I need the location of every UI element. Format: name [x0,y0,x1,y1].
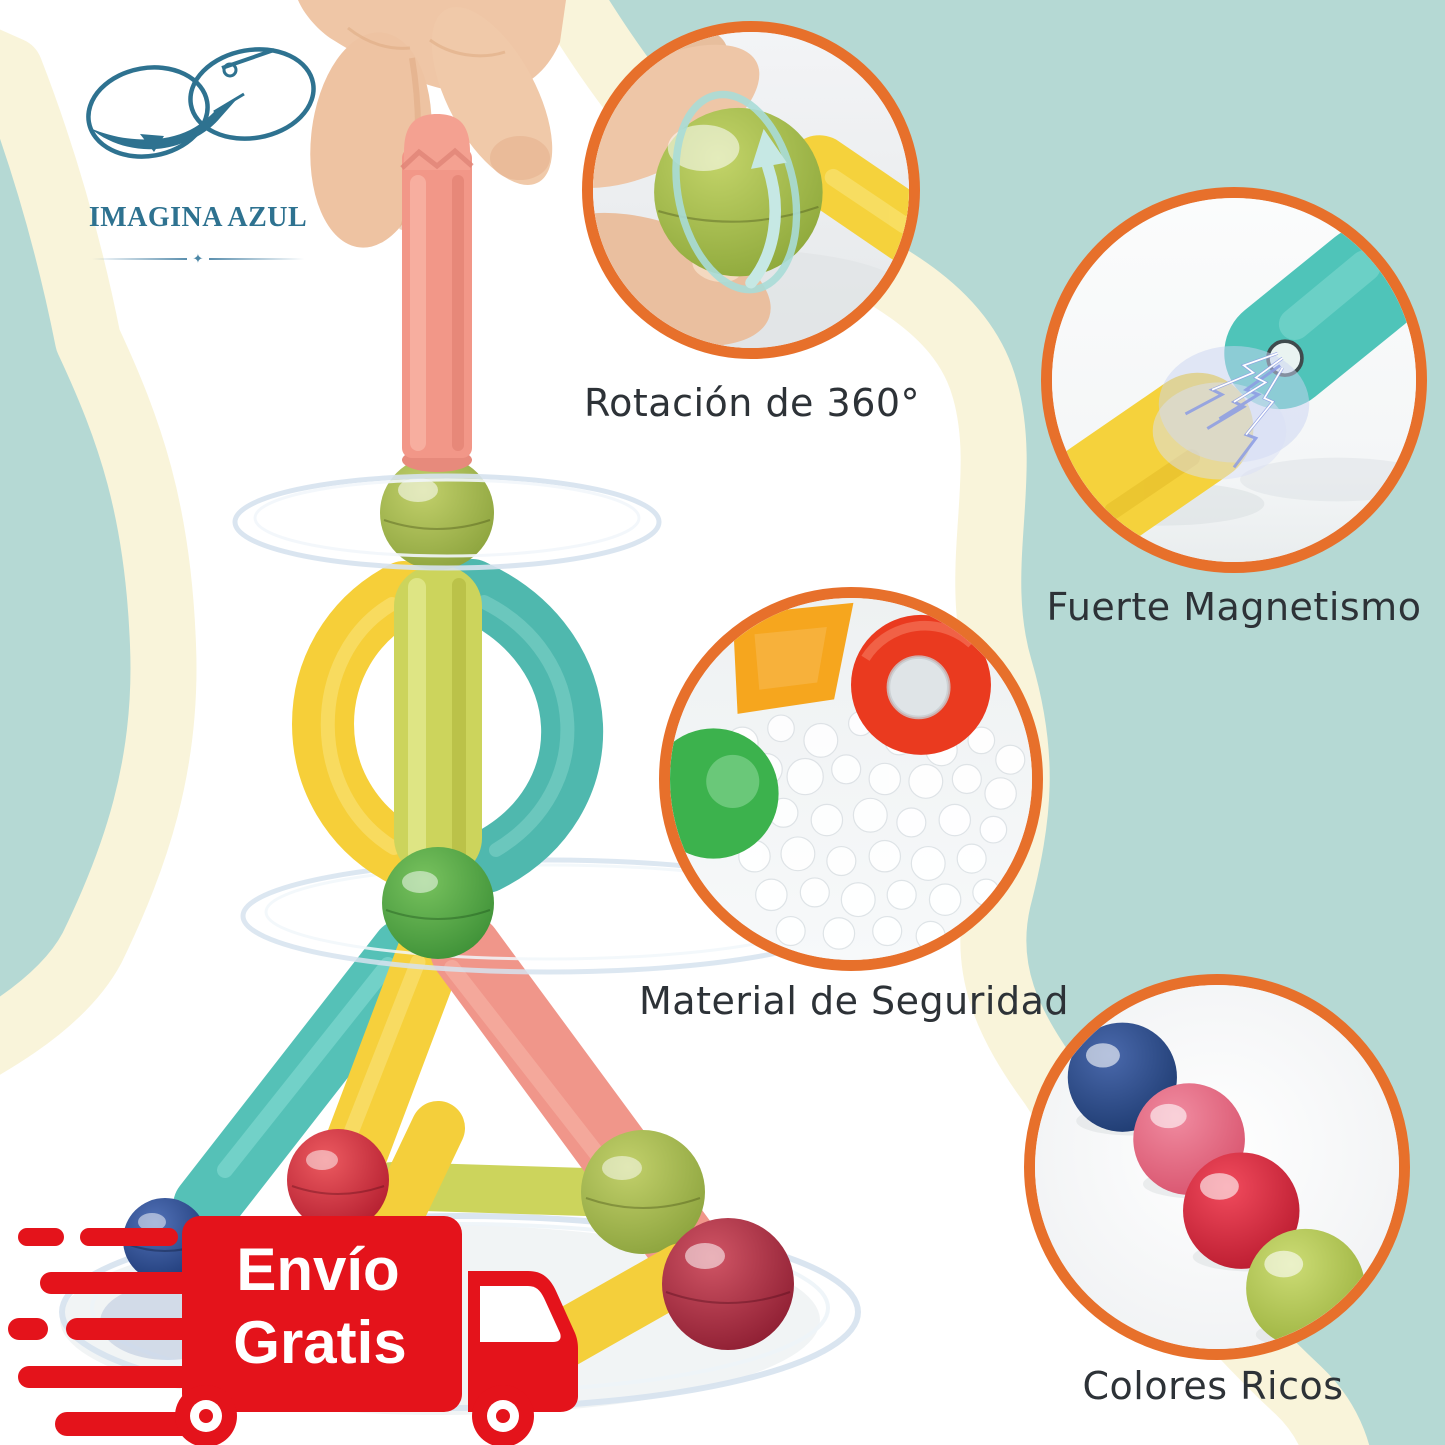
green-piece [670,728,779,859]
divider-line-left [92,258,187,260]
truck-wheel-rear [175,1385,237,1445]
feature-circle-rotation [582,21,920,359]
coral-top-rod [400,114,474,472]
brand-divider: ✦ [92,250,304,268]
spark-icon [1152,346,1310,480]
colors-photo [1035,985,1399,1349]
colored-balls [1067,1022,1366,1348]
ball-seam [665,1291,791,1304]
base-rod-yellow-short [371,1101,465,1239]
truck-wheel-front [472,1385,534,1445]
divider-line-right [209,258,304,260]
feature-label-magnetism: Fuerte Magnetismo [1046,585,1422,629]
feature-circle-magnetism [1041,187,1427,573]
finger [593,44,760,188]
feature-label-colors: Colores Ricos [1082,1364,1344,1408]
ball-highlight [685,1243,725,1269]
truck-icon [175,1216,578,1445]
hand [298,0,566,248]
feature-circle-material [659,587,1043,971]
brand-logo: IMAGINA AZUL ✦ [70,22,350,266]
truck-window [480,1286,561,1342]
shipping-line2: Gratis [233,1309,406,1376]
speed-lines-icon [8,1228,198,1436]
olive-ball [380,456,494,570]
green-ball [382,847,494,959]
magnetism-photo [1052,198,1416,562]
divider-ornament-icon: ✦ [192,251,204,267]
feature-circle-colors [1024,974,1410,1360]
infinity-fish-logo-icon [86,47,316,159]
cage-rods [292,559,604,893]
shipping-line1: Envío [236,1236,399,1303]
feature-label-material: Material de Seguridad [639,979,1069,1023]
rotation-ring-icon [672,90,801,294]
feature-label-rotation: Rotación de 360° [583,381,921,425]
rotation-arrow-icon [745,161,781,289]
spin-ring-top [232,473,662,571]
brand-name: IMAGINA AZUL [88,202,308,233]
red-ring-piece [851,614,991,755]
material-photo [670,598,1032,960]
